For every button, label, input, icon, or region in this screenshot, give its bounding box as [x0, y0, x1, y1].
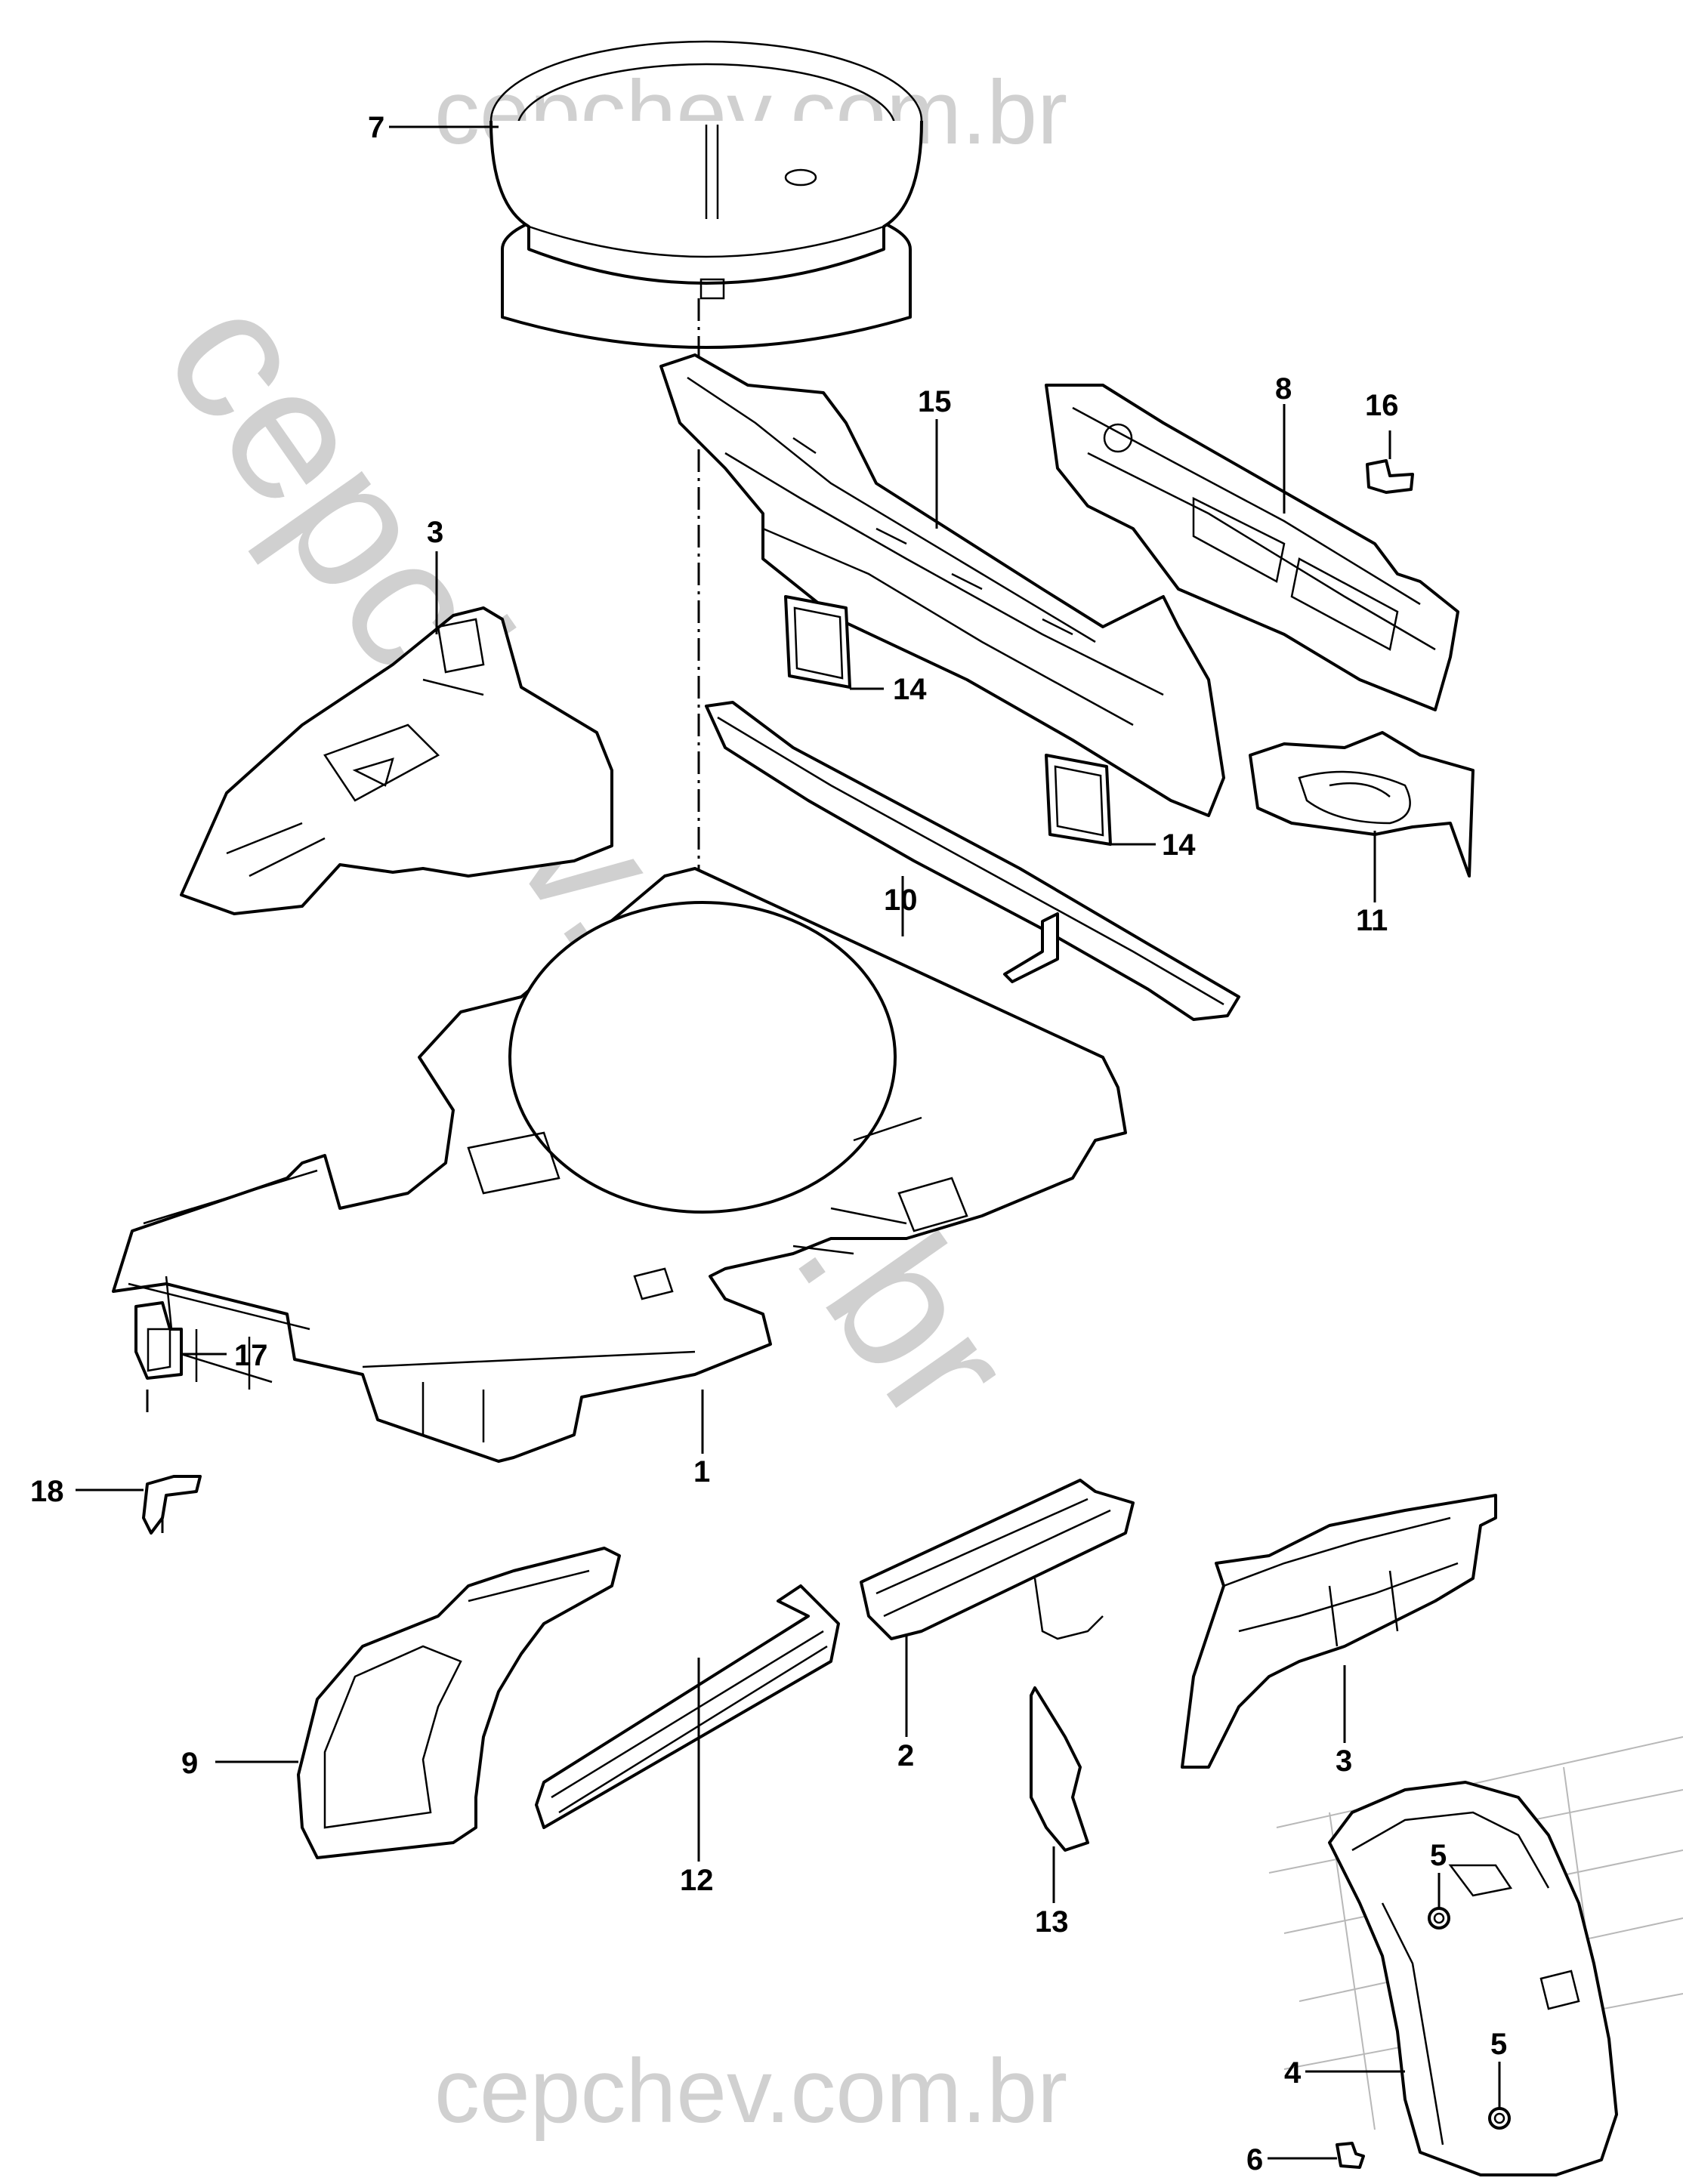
gusset-13	[1030, 1686, 1089, 1852]
rear-panel-inner-8	[1045, 384, 1459, 711]
nut-5-upper	[1428, 1907, 1450, 1930]
callout-18: 18	[30, 1475, 64, 1508]
plate-14-upper	[784, 595, 851, 689]
callout-12: 12	[680, 1864, 714, 1897]
callout-3-lower: 3	[1336, 1744, 1352, 1778]
rear-panel-15	[659, 353, 1225, 817]
callout-10: 10	[884, 884, 918, 917]
callout-4: 4	[1284, 2056, 1302, 2090]
nut-5-lower	[1488, 2107, 1511, 2130]
callout-15: 15	[918, 385, 952, 418]
wheelhouse-3-lower	[1181, 1494, 1497, 1769]
callout-14-upper: 14	[893, 673, 927, 706]
callout-17: 17	[234, 1339, 268, 1372]
wheelhouse-liner-4	[1328, 1781, 1618, 2176]
rail-12	[535, 1584, 840, 1829]
callout-1: 1	[693, 1455, 710, 1488]
callout-16: 16	[1365, 389, 1399, 422]
clip-18	[142, 1475, 202, 1535]
callout-9: 9	[181, 1747, 198, 1780]
wheelhouse-extension-9	[297, 1547, 621, 1859]
trunk-floor-1	[112, 867, 1127, 1463]
spare-wheel-well	[489, 40, 923, 349]
callout-3-upper: 3	[427, 516, 443, 549]
clip-17	[134, 1301, 183, 1380]
clip-6	[1336, 2142, 1365, 2169]
wheelhouse-3-upper	[180, 606, 613, 915]
callout-5-lower: 5	[1490, 2028, 1507, 2061]
callout-14-lower: 14	[1162, 828, 1196, 862]
callout-11: 11	[1356, 904, 1388, 937]
callout-2: 2	[897, 1739, 914, 1772]
bracket-11	[1249, 731, 1475, 878]
leader-lines	[76, 125, 1501, 2160]
watermark-bottom: cepchev.com.br	[434, 2041, 1067, 2142]
callout-7: 7	[368, 111, 384, 144]
callout-5-upper: 5	[1430, 1839, 1447, 1872]
callout-8: 8	[1275, 372, 1292, 406]
callout-6: 6	[1246, 2143, 1263, 2176]
clip-16	[1366, 459, 1414, 494]
crossmember-10	[705, 701, 1240, 1021]
member-2	[860, 1479, 1135, 1640]
plate-14-lower	[1045, 754, 1112, 846]
callout-13: 13	[1035, 1905, 1069, 1939]
